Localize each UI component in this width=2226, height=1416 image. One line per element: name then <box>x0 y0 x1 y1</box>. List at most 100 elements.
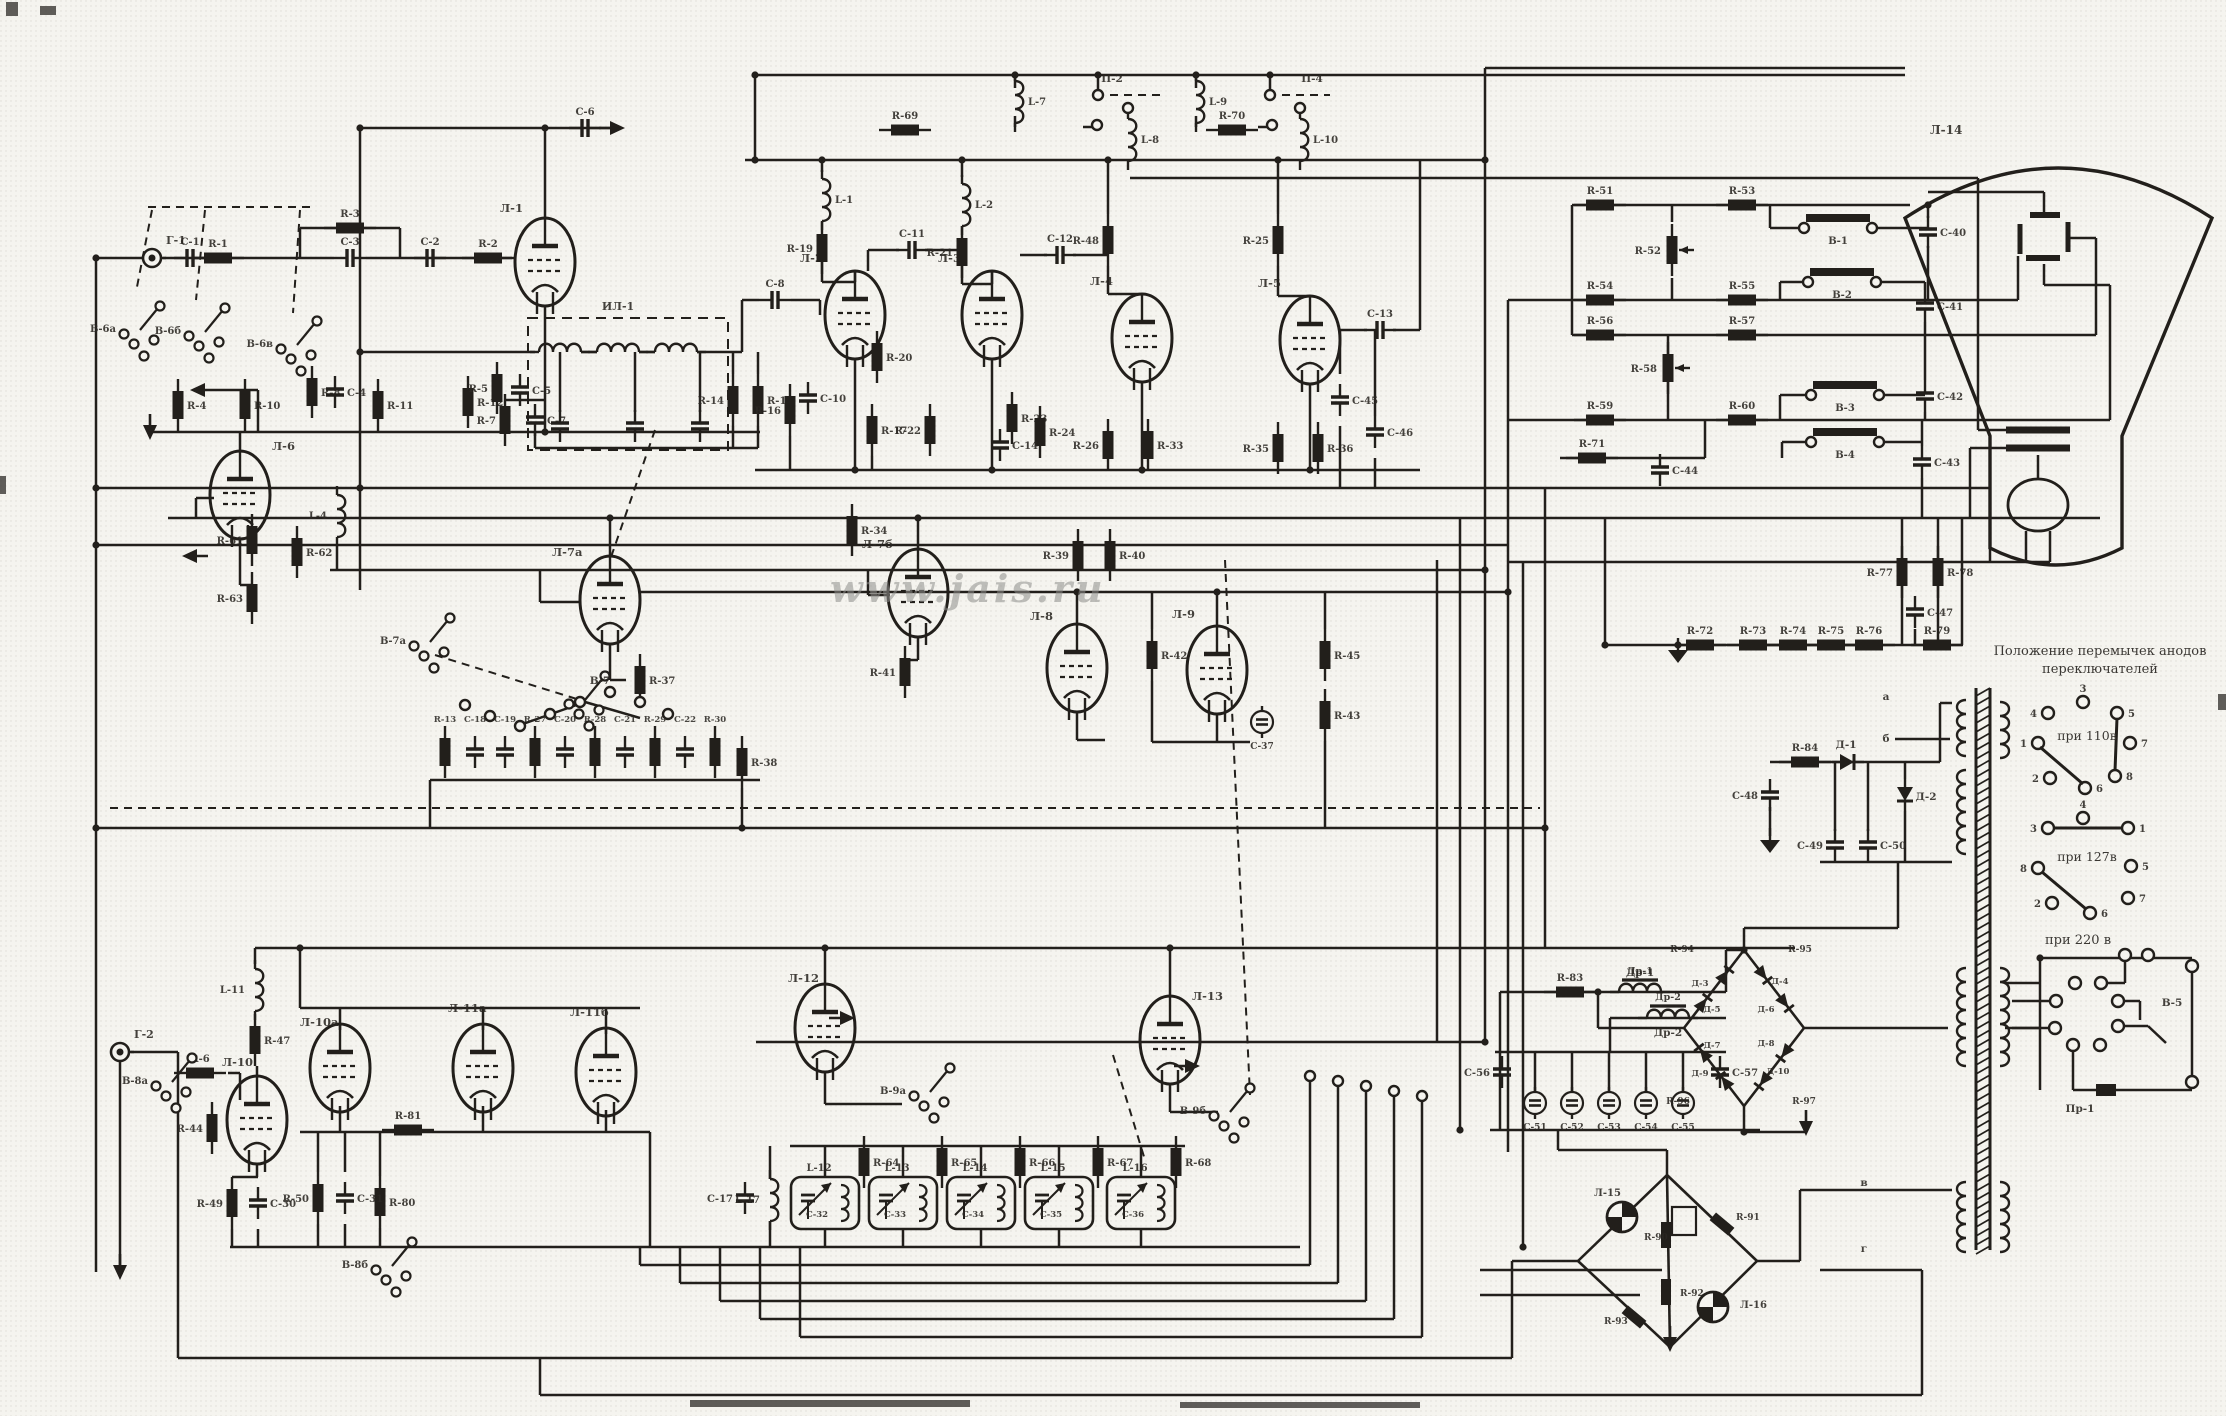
terminal-circle <box>1091 88 1105 102</box>
bank-label: R-13 <box>434 715 457 725</box>
resistor-body <box>784 396 796 424</box>
resistor: R-69 <box>879 111 931 136</box>
resistor: R-50 <box>283 1172 324 1224</box>
switch-contact <box>1208 1110 1220 1122</box>
component-label: 3 <box>2030 824 2037 835</box>
component-label: R-6 <box>190 1054 209 1065</box>
component-label: Др-2 <box>1654 1027 1682 1039</box>
wire <box>391 1243 411 1267</box>
wire <box>429 619 449 643</box>
component-label: С-37 <box>1250 742 1273 752</box>
component-label: С-1 <box>180 237 199 248</box>
component-label: R-21 <box>927 248 953 259</box>
diode-triangle <box>1759 1071 1773 1086</box>
vacuum-tube: Л-8 <box>1030 609 1109 720</box>
resistor: R-84 <box>1779 743 1831 768</box>
resistor: R-36 <box>1312 422 1353 474</box>
resistor: R-79 <box>1911 626 1963 651</box>
component-label: С-17 <box>707 1194 733 1205</box>
capacitor <box>551 410 569 442</box>
component-label: R-17 <box>881 426 907 437</box>
component-label: 1 <box>2139 824 2146 835</box>
wire <box>1975 831 1991 841</box>
resistor <box>529 726 541 778</box>
component-label: С-43 <box>1934 458 1960 469</box>
bar-body <box>1810 268 1874 276</box>
resistor: R-54 <box>1574 281 1626 306</box>
capacitor: С-46 <box>1366 416 1413 448</box>
component-label: R-91 <box>1736 1213 1760 1223</box>
choke: Др-1 <box>1622 966 1658 982</box>
component-label: Л-16 <box>1740 1300 1767 1311</box>
vacuum-tube: Л-10а <box>300 1015 372 1120</box>
potentiometer: R-52 <box>1635 246 1694 257</box>
resistor-body <box>336 222 364 234</box>
component-label: Л-8 <box>1030 609 1053 623</box>
resistor-body <box>1709 1212 1735 1236</box>
resistor-body <box>1272 434 1284 462</box>
resistor-body <box>529 738 541 766</box>
rotary-switch-wafer <box>563 670 611 732</box>
junction-dot <box>92 484 100 492</box>
jumper-label-127v: при 127в <box>2057 849 2117 864</box>
inductor: L-17 <box>735 1170 780 1230</box>
switch-contact <box>944 1062 956 1074</box>
component-label: П-2 <box>1101 73 1123 85</box>
junction-dot <box>1274 156 1282 164</box>
capacitor: С-44 <box>1651 454 1698 486</box>
switch-contact <box>1804 388 1818 402</box>
wire <box>1693 1042 1705 1053</box>
component-label: Др-1 <box>1626 967 1654 979</box>
arrow <box>829 1011 855 1025</box>
junction-dot <box>1504 588 1512 596</box>
junction-dot <box>751 156 759 164</box>
wire <box>1701 992 1714 1003</box>
component-label: R-96 <box>1666 1097 1690 1107</box>
arrow <box>1174 1059 1200 1073</box>
component-label: L-8 <box>1141 135 1159 146</box>
junction-dot <box>958 156 966 164</box>
component-label: Д-7 <box>1704 1041 1721 1051</box>
component-label: С-18 <box>464 715 486 725</box>
component-label: R-38 <box>751 758 777 769</box>
resistor: R-65 <box>936 1136 977 1188</box>
wire <box>1975 921 1991 931</box>
wire <box>1975 984 1991 994</box>
component-label: С-4 <box>347 388 366 399</box>
resistor-body <box>246 584 258 612</box>
junction-dot <box>738 824 746 832</box>
cathode <box>841 336 869 346</box>
component-label: С-12 <box>1047 234 1073 245</box>
resistor: R-78 <box>1932 546 1973 598</box>
junction-dot <box>1481 566 1489 574</box>
component-label: R-23 <box>1021 414 1047 425</box>
component-label: ИЛ-1 <box>602 300 634 313</box>
terminal-circle <box>1263 88 1277 102</box>
resistor: R-44 <box>177 1102 218 1154</box>
resistor: R-40 <box>1104 529 1145 581</box>
component-label: С-35 <box>1040 1210 1062 1220</box>
component-label: В-9б <box>1180 1106 1207 1117</box>
component-label: R-51 <box>1587 186 1613 197</box>
cathode <box>326 1089 354 1099</box>
junction-dot <box>1740 946 1748 954</box>
vacuum-tube: Л-4 <box>1090 274 1174 390</box>
component-label: С-51 <box>1523 1123 1546 1133</box>
switch-contact <box>1804 435 1818 449</box>
bank-label: С-20 <box>554 715 576 725</box>
capacitor: С-6 <box>569 107 601 137</box>
switch-contact <box>406 1236 418 1248</box>
wire <box>1975 858 1991 868</box>
wire <box>2041 870 2087 911</box>
switch-contact <box>219 302 231 314</box>
wire <box>195 209 206 301</box>
resistor-body <box>491 374 503 402</box>
component-label: Д-6 <box>1758 1005 1775 1015</box>
indicator-lamp <box>1605 1200 1639 1234</box>
component-label: R-64 <box>873 1158 899 1169</box>
resistor-body <box>1686 639 1714 651</box>
trimmer-arrow <box>977 1183 987 1193</box>
switch-contact <box>918 1100 930 1112</box>
junction-dot <box>296 944 304 952</box>
component-label: R-3 <box>340 209 359 220</box>
